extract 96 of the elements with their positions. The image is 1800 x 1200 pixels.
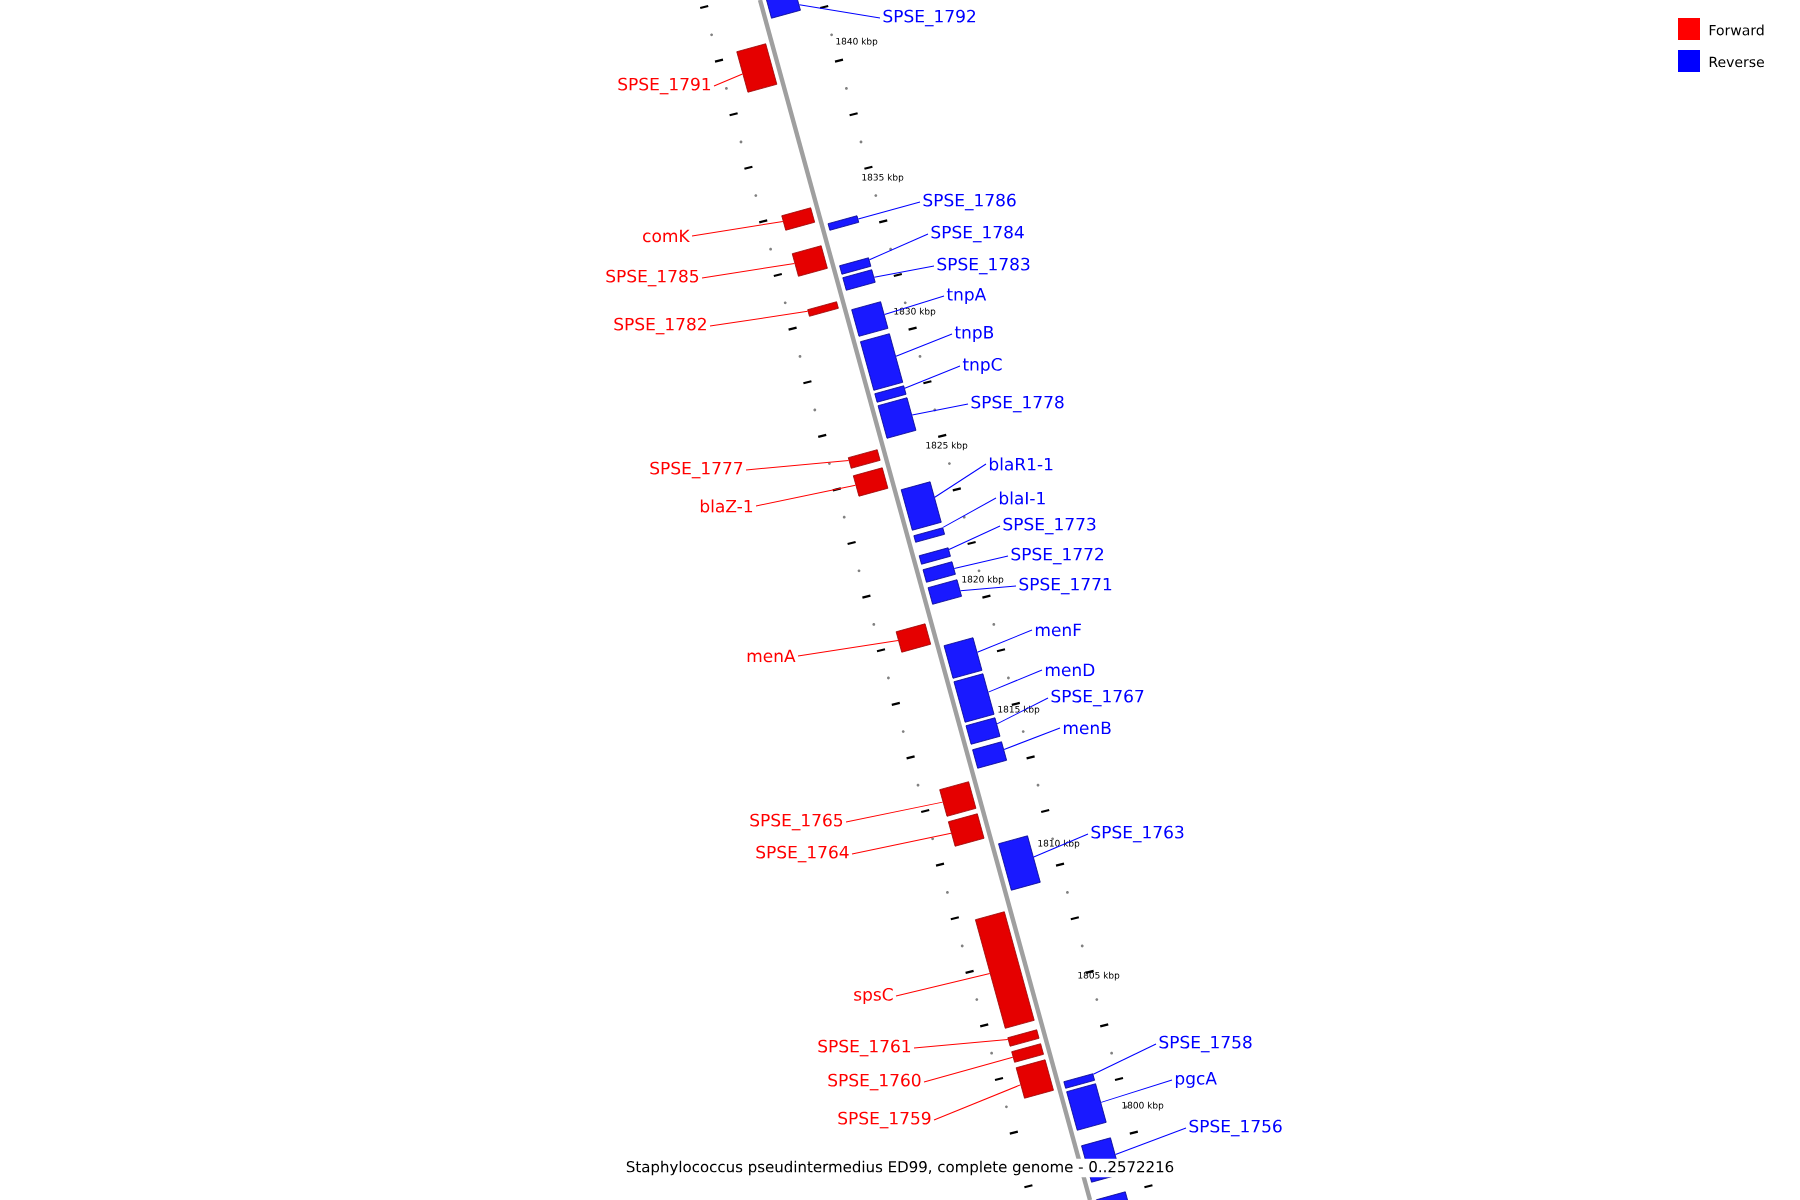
gene-label: spsC <box>854 987 893 1005</box>
gene-label: tnpC <box>962 357 1002 375</box>
gene-label: blaI-1 <box>999 491 1045 505</box>
gene-label: SPSE_1761 <box>818 1039 911 1057</box>
gene-label: pgcA <box>1175 1072 1217 1088</box>
gene-bar <box>1063 1073 1095 1089</box>
gene-bar <box>972 741 1007 769</box>
gene-bar <box>842 269 876 291</box>
leader-line <box>745 459 850 471</box>
leader-line <box>976 629 1033 653</box>
leader-line <box>923 1056 1014 1083</box>
leader-line <box>1115 1127 1187 1156</box>
gene-label: SPSE_1771 <box>1019 577 1112 595</box>
gene-bar <box>895 623 932 653</box>
gene-label: SPSE_1764 <box>756 845 849 863</box>
gene-bar <box>874 385 907 403</box>
gene-label: menB <box>1063 721 1111 735</box>
gene-label: blaZ-1 <box>700 499 753 513</box>
gene-label: SPSE_1784 <box>931 225 1024 243</box>
gene-bar <box>948 813 985 847</box>
leader-line <box>691 220 784 237</box>
gene-label: SPSE_1756 <box>1189 1119 1282 1137</box>
leader-line <box>1092 1043 1157 1075</box>
gene-label: SPSE_1760 <box>828 1073 921 1091</box>
gene-bar <box>847 449 881 469</box>
leader-line <box>851 832 952 855</box>
leader-line <box>1033 833 1089 858</box>
gene-label: tnpA <box>946 288 987 304</box>
leader-line <box>948 525 1001 550</box>
gene-label: SPSE_1783 <box>937 257 1030 275</box>
leader-line <box>895 973 991 997</box>
leader-line <box>933 1084 1021 1121</box>
gene-label: SPSE_1765 <box>750 813 843 831</box>
gene-label: SPSE_1785 <box>606 269 699 287</box>
gene-bar <box>736 43 778 93</box>
gene-label: comK <box>643 229 690 243</box>
gene-label: SPSE_1767 <box>1051 689 1144 707</box>
gene-label: SPSE_1782 <box>614 317 706 335</box>
leader-line <box>953 555 1009 569</box>
gene-label: SPSE_1759 <box>838 1111 931 1129</box>
gene-bar <box>839 257 872 275</box>
leader-line <box>934 463 987 498</box>
leader-line <box>868 233 929 261</box>
gene-bar <box>943 637 983 679</box>
leader-line <box>798 4 881 19</box>
leader-line <box>913 1038 1009 1049</box>
gene-bar <box>851 301 889 337</box>
gene-bar <box>1011 1043 1044 1063</box>
gene-bar <box>975 911 1035 1029</box>
gene-label: menF <box>1035 623 1081 637</box>
leader-line <box>873 265 935 278</box>
leader-line <box>904 365 961 389</box>
gene-label: SPSE_1786 <box>923 193 1016 211</box>
leader-line <box>959 585 1017 592</box>
gene-label: SPSE_1792 <box>883 9 976 27</box>
leader-line <box>1100 1079 1173 1103</box>
leader-line <box>911 403 969 416</box>
leader-line <box>895 333 953 357</box>
gene-bar <box>807 301 839 317</box>
gene-bar <box>922 561 956 583</box>
gene-label: SPSE_1758 <box>1159 1035 1252 1053</box>
gene-label: SPSE_1772 <box>1011 547 1104 565</box>
gene-label: menA <box>747 649 796 663</box>
gene-bar <box>939 781 977 817</box>
leader-line <box>701 262 795 279</box>
gene-bar <box>852 467 889 497</box>
gene-bar <box>781 207 816 231</box>
gene-label: SPSE_1773 <box>1003 517 1096 535</box>
gene-label: SPSE_1778 <box>971 395 1064 413</box>
leader-line <box>857 201 921 220</box>
gene-bar <box>965 717 1001 745</box>
leader-line <box>755 484 856 507</box>
leader-line <box>713 73 743 87</box>
gene-label: SPSE_1763 <box>1091 825 1184 843</box>
leader-line <box>845 801 944 823</box>
gene-label: tnpB <box>954 326 994 342</box>
gene-bar <box>927 579 962 605</box>
gene-bar <box>998 835 1041 891</box>
gene-bar <box>1007 1029 1040 1047</box>
leader-line <box>987 669 1043 693</box>
leader-line <box>1003 727 1061 750</box>
gene-bar <box>913 527 945 543</box>
gene-label: SPSE_1791 <box>618 77 711 95</box>
gene-bar <box>1095 1191 1130 1200</box>
leader-line <box>884 295 945 315</box>
gene-label: blaR1-1 <box>989 457 1053 471</box>
gene-bar <box>764 0 801 19</box>
gene-bar <box>827 215 860 231</box>
gene-label: menD <box>1045 663 1095 677</box>
leader-line <box>996 697 1049 725</box>
leader-line <box>797 639 899 657</box>
gene-bar <box>918 547 951 565</box>
leader-line <box>709 310 809 327</box>
gene-label: SPSE_1777 <box>650 461 743 479</box>
leader-line <box>942 497 997 528</box>
gene-bar <box>791 245 828 277</box>
